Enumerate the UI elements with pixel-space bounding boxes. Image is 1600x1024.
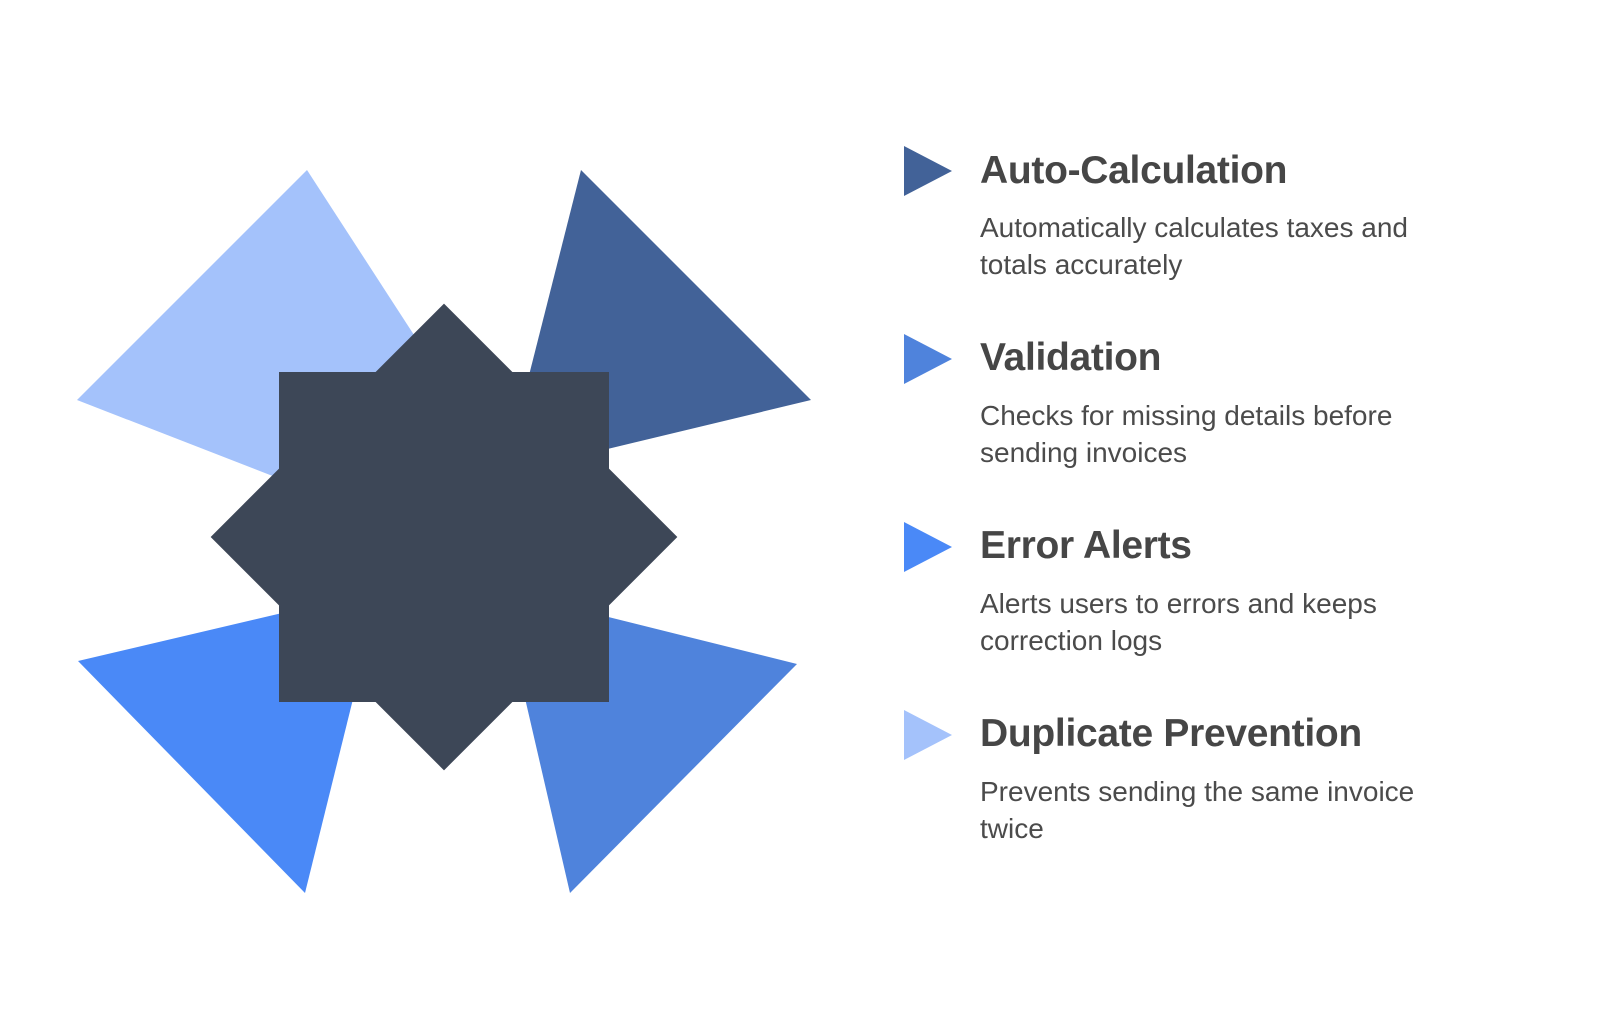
legend-item-title: Error Alerts (980, 524, 1192, 568)
legend-item-description: Alerts users to errors and keeps correct… (980, 587, 1377, 656)
triangle-marker-shape (904, 146, 952, 196)
legend-item-description: Prevents sending the same invoice twice (980, 775, 1415, 844)
star-diagram-svg (77, 170, 811, 893)
play-triangle-icon (900, 704, 956, 766)
triangle-marker-shape (904, 521, 952, 572)
legend-item-title: Validation (980, 336, 1162, 380)
play-triangle-icon (900, 328, 956, 390)
legend-item-header: Validation (900, 328, 1540, 390)
legend-item-error-alerts[interactable]: Error Alerts Alerts users to errors and … (900, 516, 1540, 660)
legend-item-header: Duplicate Prevention (900, 704, 1540, 766)
legend-item-description: Automatically calculates taxes and total… (980, 212, 1408, 280)
core-eight-pointed-star (210, 303, 678, 771)
play-triangle-icon (900, 516, 956, 578)
legend-item-duplicate-prevention[interactable]: Duplicate Prevention Prevents sending th… (900, 704, 1540, 848)
triangle-marker-shape (904, 709, 952, 760)
feature-legend-list: Auto-Calculation Automatically calculate… (900, 140, 1540, 848)
legend-item-auto-calculation[interactable]: Auto-Calculation Automatically calculate… (900, 140, 1540, 284)
legend-item-description: Checks for missing details before sendin… (980, 399, 1393, 468)
feature-star-graphic (77, 170, 811, 893)
core-diamond-b (279, 372, 609, 702)
legend-item-validation[interactable]: Validation Checks for missing details be… (900, 328, 1540, 472)
legend-item-header: Auto-Calculation (900, 140, 1540, 202)
legend-item-header: Error Alerts (900, 516, 1540, 578)
legend-item-title: Duplicate Prevention (980, 712, 1362, 756)
play-triangle-icon (900, 140, 956, 202)
legend-item-title: Auto-Calculation (980, 148, 1288, 192)
triangle-marker-shape (904, 333, 952, 384)
